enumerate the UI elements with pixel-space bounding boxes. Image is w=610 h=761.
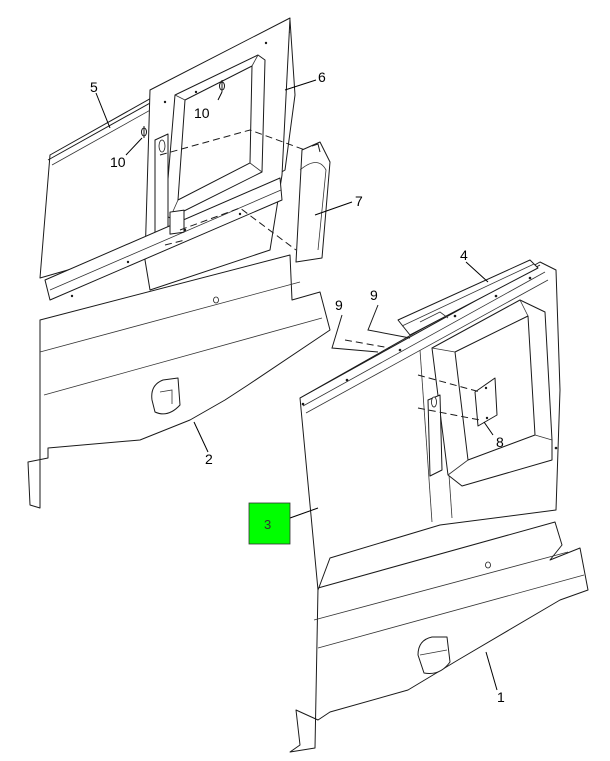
callout-labels: 5 6 10 10 7 4 9 9 8 2 3 1	[90, 69, 505, 705]
clip-part-9-b	[367, 304, 411, 339]
bracket-part-7	[295, 141, 331, 263]
callout-label-10-left: 10	[110, 154, 126, 170]
callout-label-6: 6	[318, 69, 326, 85]
callout-3-highlight[interactable]	[248, 502, 291, 545]
fastener-part-10-b	[141, 126, 147, 138]
clip-part-9-a	[331, 314, 379, 353]
callout-label-2: 2	[205, 451, 213, 467]
callout-label-9-right: 9	[370, 287, 378, 303]
front-panel-assembly	[289, 259, 589, 753]
callout-label-3[interactable]: 3	[264, 517, 271, 532]
callout-label-10-top: 10	[194, 105, 210, 121]
latch-pocket-part-1	[417, 636, 451, 674]
callout-label-1: 1	[497, 689, 505, 705]
fastener-part-10-a	[219, 80, 225, 92]
callout-label-9-left: 9	[335, 297, 343, 313]
plate-part-8	[474, 377, 498, 427]
callout-label-4: 4	[460, 247, 468, 263]
rear-panel-assembly	[27, 17, 331, 509]
callout-leaders	[95, 79, 498, 691]
callout-label-7: 7	[355, 193, 363, 209]
latch-pocket-part-2	[151, 377, 181, 415]
callout-label-5: 5	[90, 79, 98, 95]
panel-part-2	[27, 254, 331, 509]
callout-label-8: 8	[496, 434, 504, 450]
